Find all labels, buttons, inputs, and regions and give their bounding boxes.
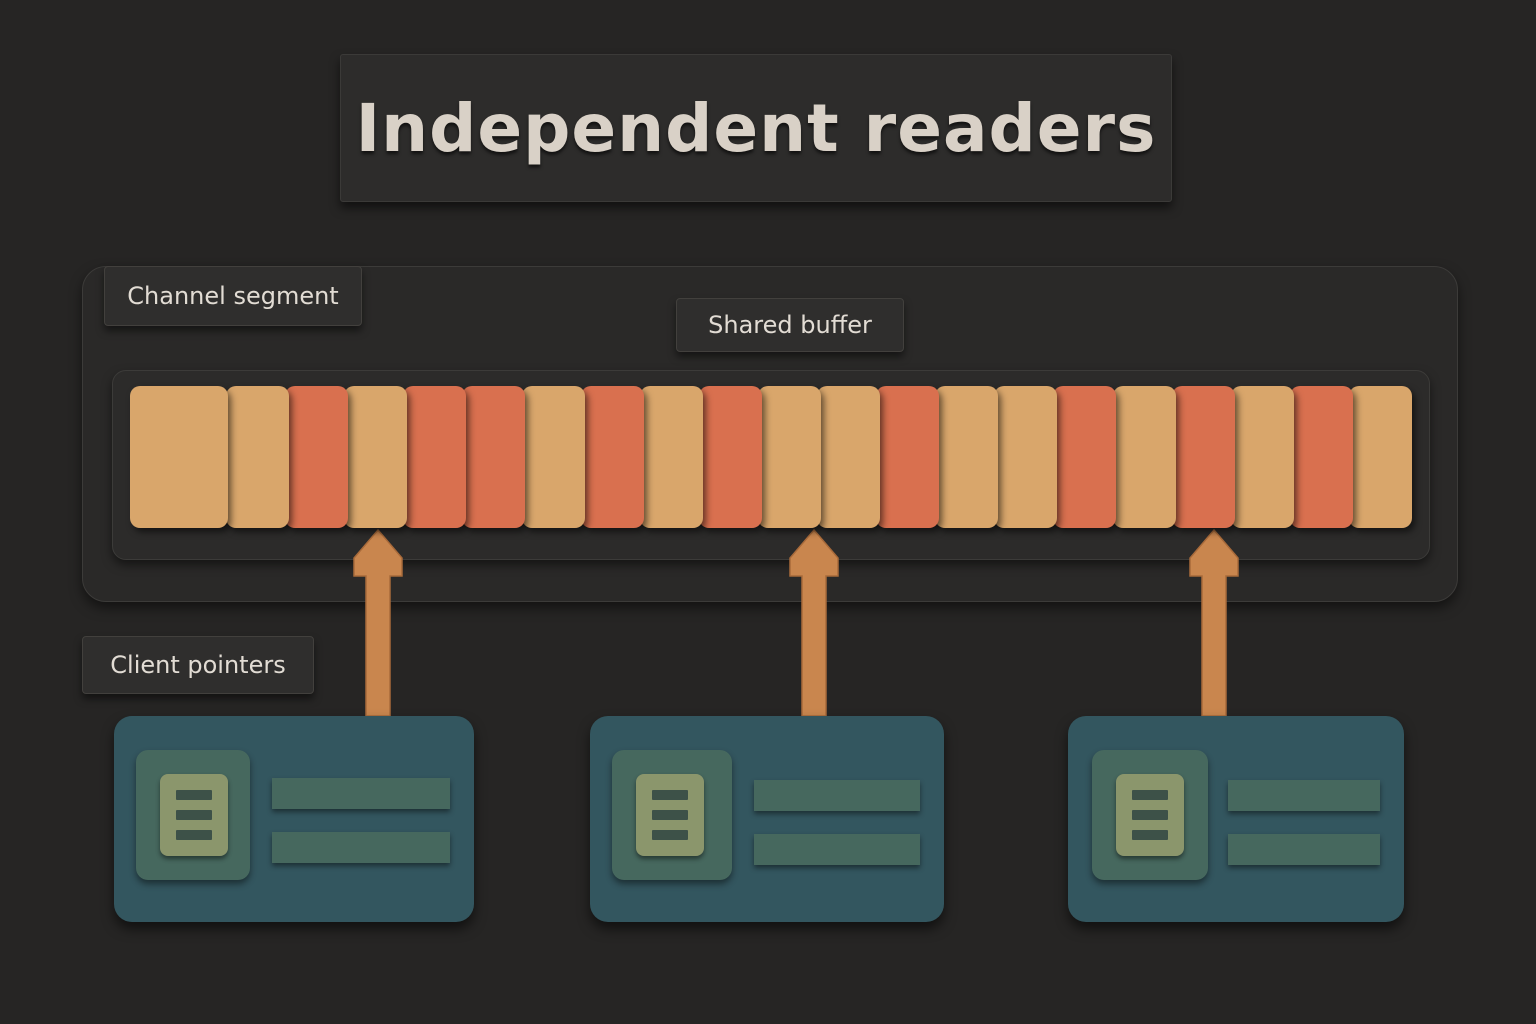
buffer-cell-coral bbox=[462, 386, 525, 528]
buffer-cell-coral bbox=[581, 386, 644, 528]
client-info-bar bbox=[272, 778, 450, 809]
pointer-arrow-1 bbox=[353, 528, 403, 717]
buffer-cell-coral bbox=[1053, 386, 1116, 528]
pointer-arrow-3 bbox=[1189, 528, 1239, 717]
client-info-bar bbox=[1228, 834, 1380, 865]
buffer-cell-tan bbox=[640, 386, 703, 528]
document-icon bbox=[160, 774, 228, 856]
buffer-cell-coral bbox=[403, 386, 466, 528]
buffer-cell-tan bbox=[226, 386, 289, 528]
channel-segment-label: Channel segment bbox=[104, 266, 362, 326]
client-info-bar bbox=[272, 832, 450, 863]
buffer-cell-coral bbox=[699, 386, 762, 528]
client-info-bar bbox=[754, 780, 920, 811]
client-card-1 bbox=[114, 716, 474, 922]
buffer-cell-tan bbox=[344, 386, 407, 528]
client-info-bar bbox=[754, 834, 920, 865]
buffer-cell-tan bbox=[935, 386, 998, 528]
shared-buffer-label: Shared buffer bbox=[676, 298, 904, 352]
buffer-cell-coral bbox=[1290, 386, 1353, 528]
buffer-cell-tan bbox=[1231, 386, 1294, 528]
client-pointers-label: Client pointers bbox=[82, 636, 314, 694]
document-icon bbox=[636, 774, 704, 856]
buffer-cell-tan bbox=[758, 386, 821, 528]
buffer-cell-coral bbox=[285, 386, 348, 528]
client-icon-plate bbox=[612, 750, 732, 880]
document-icon bbox=[1116, 774, 1184, 856]
buffer-cell-tan bbox=[522, 386, 585, 528]
client-info-bar bbox=[1228, 780, 1380, 811]
client-icon-plate bbox=[136, 750, 250, 880]
buffer-cell-coral bbox=[1172, 386, 1235, 528]
client-card-2 bbox=[590, 716, 944, 922]
buffer-cell-tan bbox=[130, 386, 228, 528]
pointer-arrow-2 bbox=[789, 528, 839, 717]
client-card-3 bbox=[1068, 716, 1404, 922]
buffer-cell-tan bbox=[1113, 386, 1176, 528]
title-card: Independent readers bbox=[340, 54, 1172, 202]
buffer-cell-tan bbox=[1349, 386, 1412, 528]
buffer-cell-coral bbox=[876, 386, 939, 528]
client-icon-plate bbox=[1092, 750, 1208, 880]
diagram-title: Independent readers bbox=[355, 89, 1157, 167]
buffer-cell-tan bbox=[994, 386, 1057, 528]
buffer-cell-tan bbox=[817, 386, 880, 528]
